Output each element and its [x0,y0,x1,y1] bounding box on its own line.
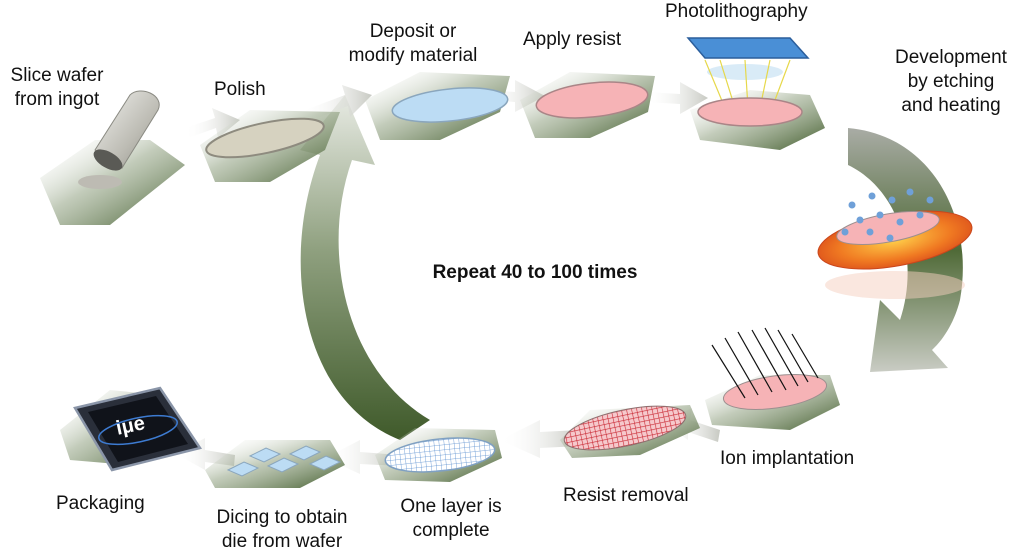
diced-die-group [226,445,342,477]
step-deposit [365,72,510,140]
chip-face [88,396,188,462]
repeat-caption: Repeat 40 to 100 times [432,262,638,283]
repeat-loop-arrow [300,95,430,440]
label-packaging: Packaging [56,493,145,514]
step-ion-implantation [705,327,840,430]
step-apply-resist [520,72,655,138]
resist-wafer [535,81,649,119]
step-development [817,188,973,299]
label-ion-implantation: Ion implantation [720,448,855,469]
label-deposit: Deposit or modify material [348,21,478,66]
chip-logo-ring [98,414,178,446]
arrow-resist-to-litho [645,82,708,114]
label-dicing: Dicing to obtain die from wafer [216,507,348,552]
photomask [686,37,810,59]
label-slice: Slice wafer from ingot [10,65,104,110]
ion-beams [711,327,819,399]
label-apply-resist: Apply resist [523,29,622,50]
step-polish [200,110,340,182]
slice-shadow [78,175,122,189]
etchant-droplets [841,188,934,242]
label-polish: Polish [214,79,266,100]
label-resist-removal: Resist removal [563,485,689,506]
step-slice [40,90,185,225]
label-photolithography: Photolithography [665,1,808,22]
deposit-wafer [391,87,509,123]
ingot-end [93,149,123,171]
step-photolithography [686,37,825,150]
step-resist-removal [560,405,700,458]
step-layer-complete [375,428,502,482]
development-wafer [836,211,940,245]
label-development: Development by etching and heating [895,47,1007,116]
removal-wafer [563,405,687,451]
light-glow [707,64,783,80]
development-arrow [848,128,963,372]
arrow-removal-to-layer [500,420,580,458]
ingot-cylinder [94,90,160,169]
ion-wafer [722,374,828,410]
hotplate-reflection [825,271,965,299]
step-packaging [60,386,203,472]
patterned-wafer [384,437,496,473]
litho-wafer [697,97,803,127]
label-layer-complete: One layer is complete [400,496,502,541]
polished-wafer [205,117,325,159]
step-dicing [205,440,345,488]
